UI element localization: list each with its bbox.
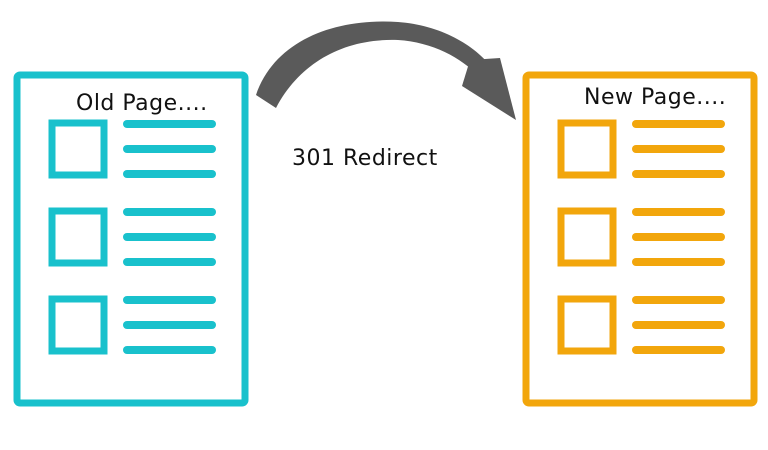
old-page-title: Old Page.... — [76, 91, 208, 116]
arrowhead-icon — [462, 58, 516, 120]
curved-arrow-icon — [256, 21, 492, 108]
old-page-frame — [13, 71, 249, 407]
new-page-title: New Page.... — [584, 85, 726, 110]
new-page-thumbnail-icon — [557, 207, 617, 267]
new-page-frame — [522, 71, 758, 407]
redirect-label: 301 Redirect — [292, 146, 438, 171]
new-page-rows — [557, 119, 725, 355]
new-page-thumbnail-icon — [557, 295, 617, 355]
new-page-thumbnail-icon — [557, 119, 617, 179]
redirect-arrow: 301 Redirect — [256, 21, 516, 171]
old-page-thumbnail-icon — [48, 119, 108, 179]
new-page-document: New Page.... — [522, 71, 758, 407]
old-page-document: Old Page.... — [13, 71, 249, 407]
old-page-rows — [48, 119, 216, 355]
old-page-thumbnail-icon — [48, 295, 108, 355]
old-page-thumbnail-icon — [48, 207, 108, 267]
